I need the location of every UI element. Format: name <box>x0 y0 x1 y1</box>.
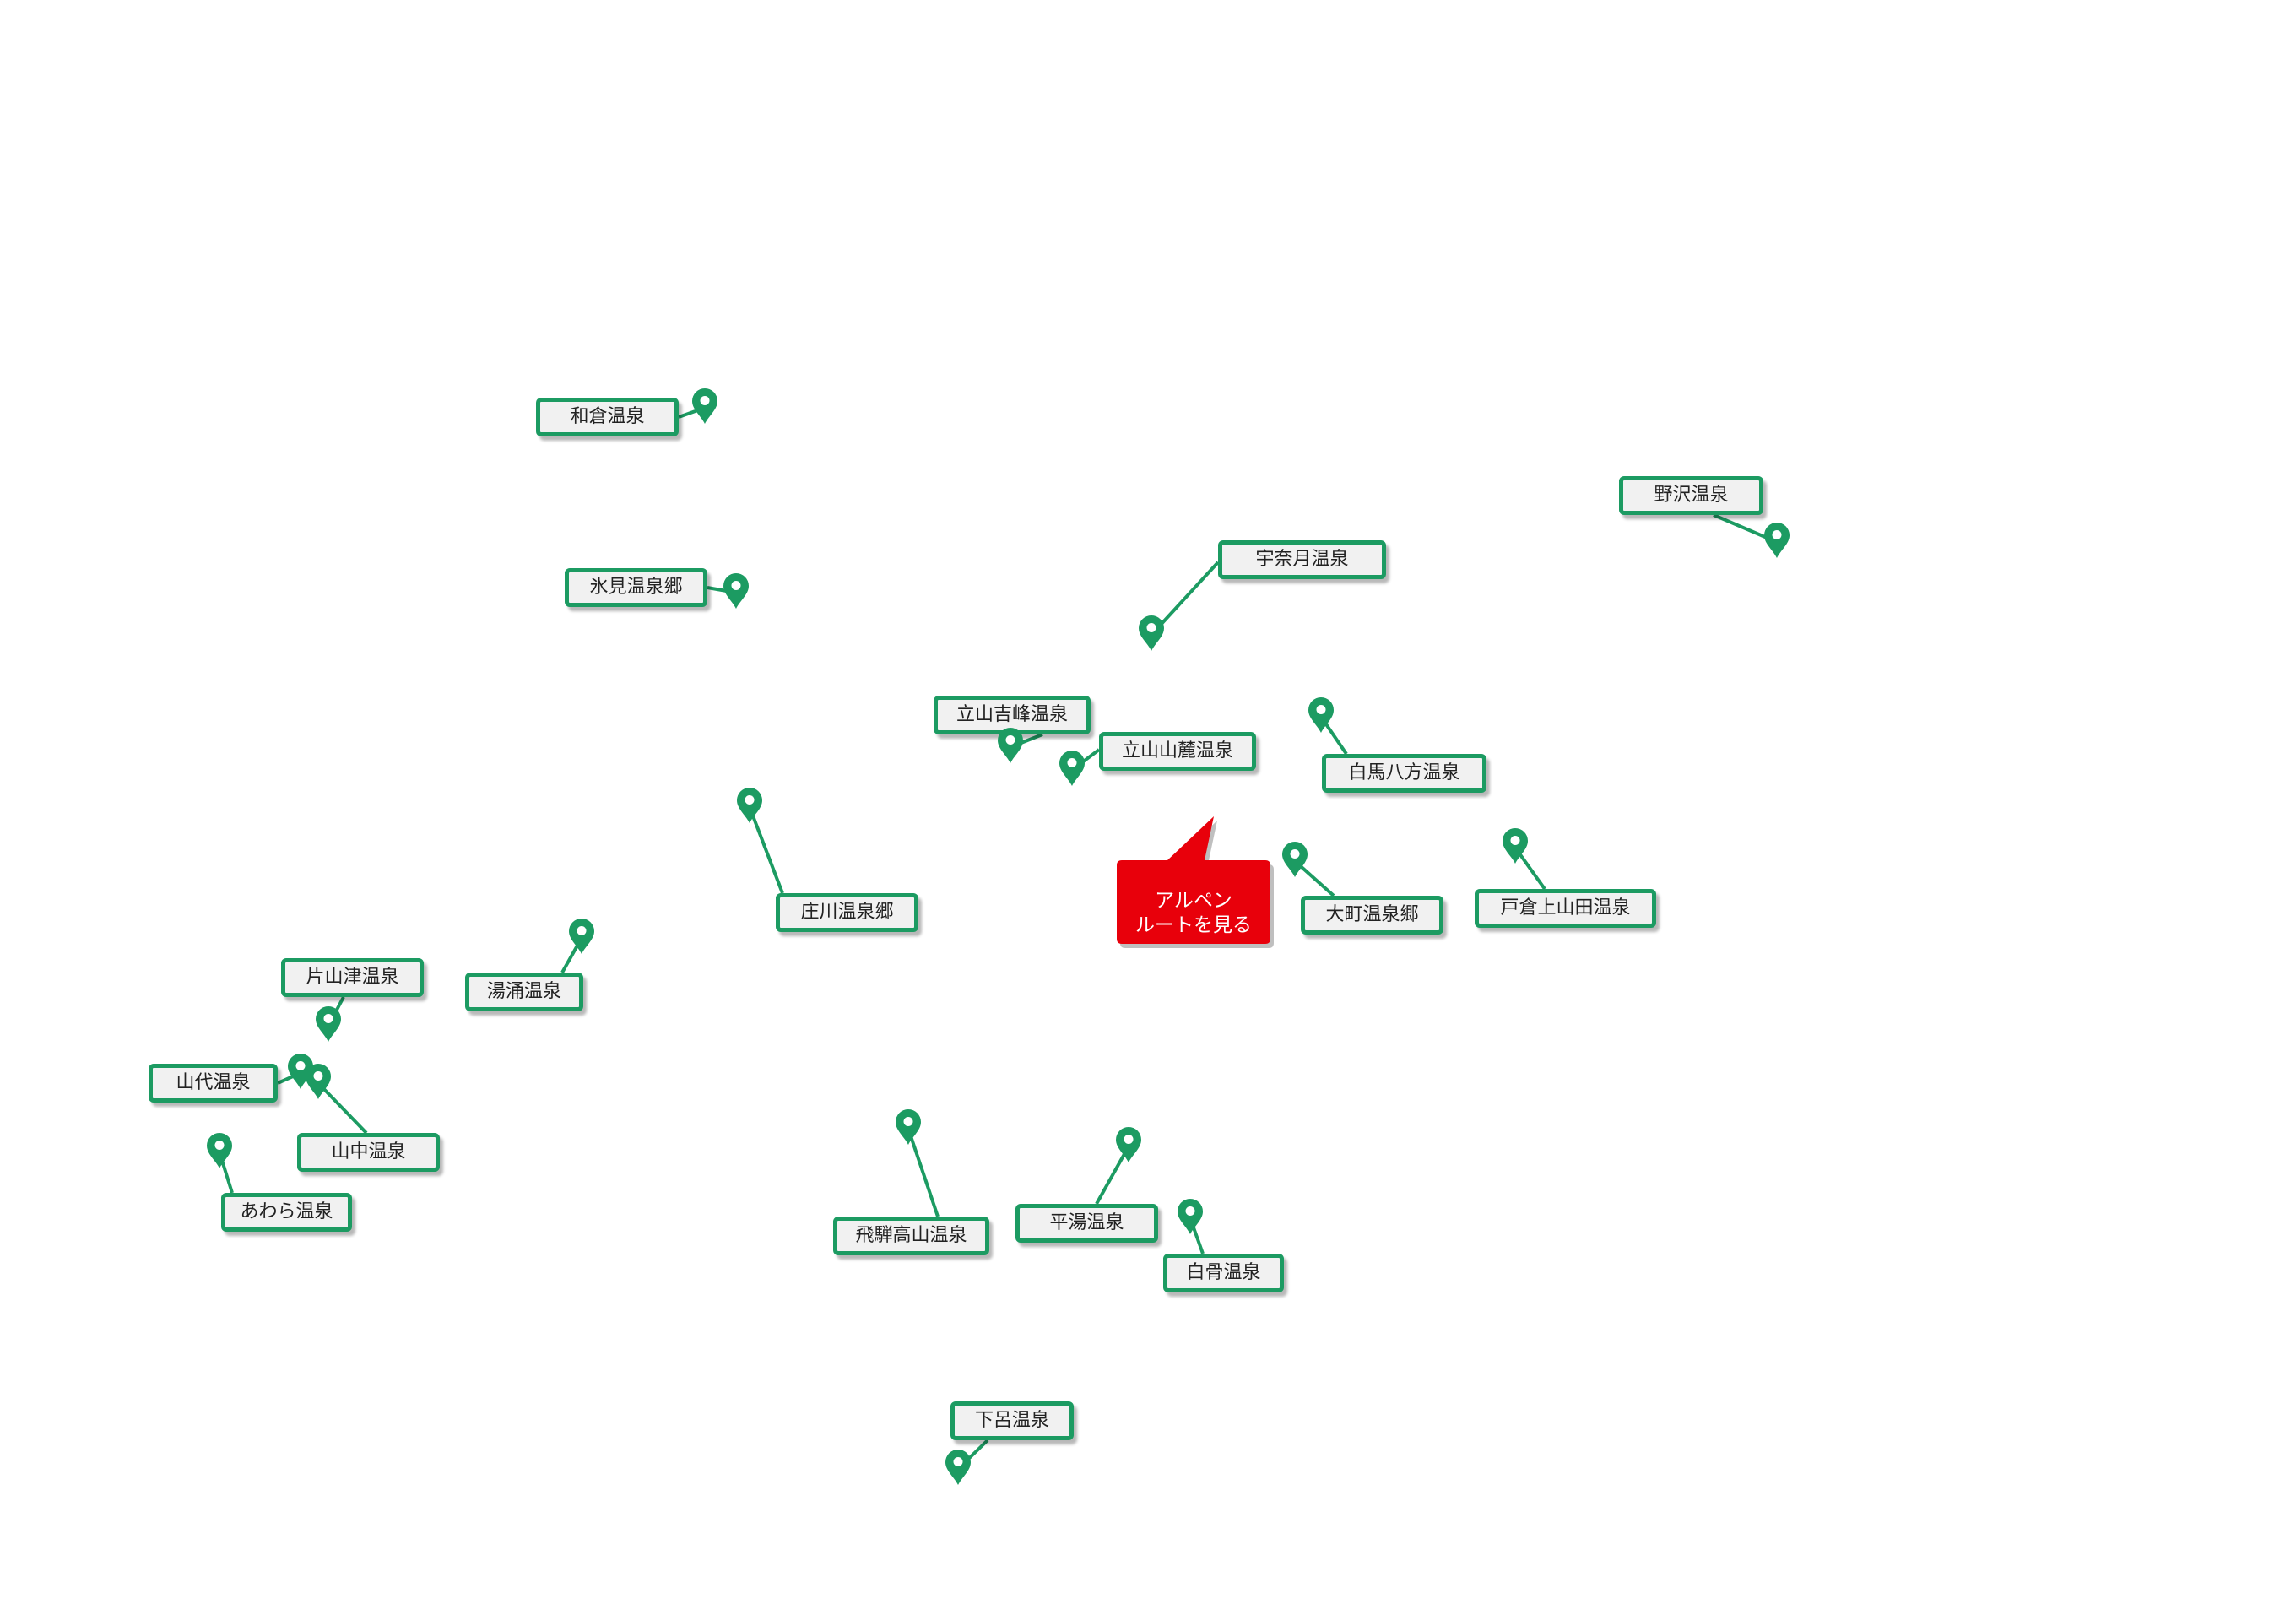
label-hida-takayama-onsen[interactable]: 飛騨高山温泉 <box>833 1217 989 1255</box>
map-pin-icon-togura-kamiyamada[interactable] <box>1501 827 1530 864</box>
callout-bubble-shape <box>1117 816 1274 948</box>
map-pin-icon-awara[interactable] <box>205 1132 234 1169</box>
label-omachi-onsen[interactable]: 大町温泉郷 <box>1301 896 1443 935</box>
label-hakuba-happo-onsen[interactable]: 白馬八方温泉 <box>1322 754 1486 793</box>
label-togura-kamiyamada-onsen[interactable]: 戸倉上山田温泉 <box>1475 889 1656 928</box>
label-wakura-onsen[interactable]: 和倉温泉 <box>536 398 679 436</box>
callout-line1: アルペン <box>1155 890 1232 912</box>
label-yamanaka-onsen[interactable]: 山中温泉 <box>297 1133 440 1172</box>
map-pin-icon-hida-takayama[interactable] <box>894 1108 923 1146</box>
map-pin-icon-yuwaku[interactable] <box>567 918 596 955</box>
map-pin-icon-gero[interactable] <box>944 1449 972 1486</box>
label-nozawa-onsen[interactable]: 野沢温泉 <box>1619 476 1763 515</box>
map-pin-icon-wakura[interactable] <box>690 387 719 425</box>
map-pin-icon-tateyama-yoshimine[interactable] <box>996 727 1025 764</box>
map-pin-icon-katayamazu[interactable] <box>314 1005 343 1043</box>
alpen-route-callout-button[interactable]: アルペン ルートを見る <box>1117 815 1277 950</box>
label-gero-onsen[interactable]: 下呂温泉 <box>950 1401 1074 1440</box>
callout-line2: ルートを見る <box>1135 914 1252 936</box>
label-yamashiro-onsen[interactable]: 山代温泉 <box>149 1064 278 1103</box>
label-katayamazu-onsen[interactable]: 片山津温泉 <box>281 958 424 997</box>
map-pin-icon-hirayu[interactable] <box>1114 1126 1143 1163</box>
callout-text: アルペン ルートを見る <box>1117 889 1270 938</box>
map-pin-icon-nozawa[interactable] <box>1763 522 1791 559</box>
label-yuwaku-onsen[interactable]: 湯涌温泉 <box>465 973 583 1011</box>
label-awara-onsen[interactable]: あわら温泉 <box>221 1193 352 1232</box>
map-pin-icon-yamanaka[interactable] <box>304 1063 333 1100</box>
label-shirahone-onsen[interactable]: 白骨温泉 <box>1163 1254 1284 1292</box>
map-pin-icon-shogawa[interactable] <box>735 787 764 824</box>
map-pin-icon-omachi[interactable] <box>1281 841 1309 878</box>
map-pin-icon-shirahone[interactable] <box>1176 1198 1205 1235</box>
label-tateyama-sanroku-onsen[interactable]: 立山山麓温泉 <box>1099 732 1256 771</box>
map-pin-icon-himi[interactable] <box>722 572 750 610</box>
label-himi-onsen[interactable]: 氷見温泉郷 <box>565 568 707 607</box>
label-shogawa-onsen[interactable]: 庄川温泉郷 <box>776 893 918 932</box>
map-pin-icon-yamashiro[interactable] <box>286 1053 315 1090</box>
map-pin-icon-hakuba-happo[interactable] <box>1307 696 1335 734</box>
map-pin-icon-unazuki[interactable] <box>1137 615 1166 652</box>
map-pin-icon-tateyama-sanroku[interactable] <box>1058 750 1086 787</box>
label-unazuki-onsen[interactable]: 宇奈月温泉 <box>1218 540 1386 579</box>
label-hirayu-onsen[interactable]: 平湯温泉 <box>1015 1204 1158 1243</box>
